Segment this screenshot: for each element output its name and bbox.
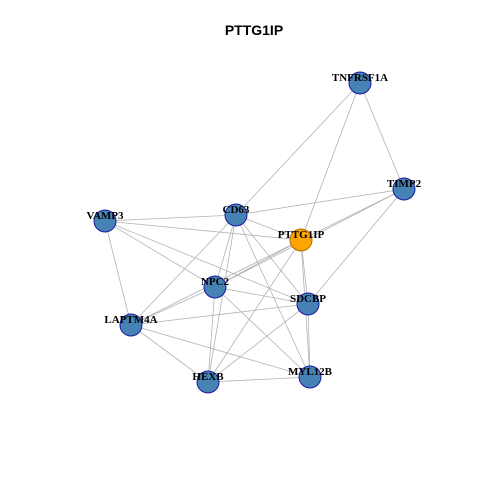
edge-laptm4a-hexb	[130, 324, 209, 383]
node-label-myl12b: MYL12B	[288, 366, 333, 378]
node-circle-timp2	[392, 177, 416, 201]
edge-cd63-laptm4a	[130, 214, 237, 326]
edge-cd63-myl12b	[235, 214, 311, 378]
node-laptm4a: LAPTM4A	[104, 313, 158, 337]
edge-tnfrsf1a-cd63	[235, 82, 361, 216]
edge-cd63-pttg1ip	[235, 214, 302, 241]
node-label-hexb: HEXB	[192, 371, 224, 383]
node-circle-hexb	[196, 370, 220, 394]
edge-tnfrsf1a-pttg1ip	[300, 82, 361, 241]
edge-vamp3-npc2	[104, 220, 216, 288]
node-pttg1ip: PTTG1IP	[278, 228, 325, 252]
node-cd63: CD63	[223, 203, 250, 227]
edge-npc2-hexb	[207, 286, 216, 383]
edge-pttg1ip-npc2	[214, 239, 302, 288]
edge-vamp3-pttg1ip	[104, 220, 302, 241]
node-sdcbp: SDCBP	[290, 292, 326, 316]
edge-npc2-laptm4a	[130, 286, 216, 326]
node-tnfrsf1a: TNFRSF1A	[332, 71, 388, 95]
edge-npc2-sdcbp	[214, 286, 309, 305]
edge-timp2-cd63	[235, 188, 405, 216]
edge-sdcbp-myl12b	[307, 303, 311, 378]
node-label-npc2: NPC2	[201, 276, 230, 288]
node-circle-sdcbp	[296, 292, 320, 316]
diagram-title: PTTG1IP	[225, 22, 283, 38]
node-circle-tnfrsf1a	[348, 71, 372, 95]
node-circle-npc2	[203, 275, 227, 299]
node-label-cd63: CD63	[223, 204, 250, 216]
node-circle-vamp3	[93, 209, 117, 233]
node-label-tnfrsf1a: TNFRSF1A	[332, 72, 388, 84]
edge-vamp3-laptm4a	[104, 220, 132, 326]
edge-cd63-sdcbp	[235, 214, 309, 305]
edge-npc2-myl12b	[214, 286, 311, 378]
node-vamp3: VAMP3	[86, 209, 124, 233]
edge-layer	[104, 82, 405, 383]
edge-tnfrsf1a-timp2	[359, 82, 405, 190]
edge-cd63-hexb	[207, 214, 237, 383]
node-label-vamp3: VAMP3	[86, 210, 124, 222]
node-label-laptm4a: LAPTM4A	[104, 314, 157, 326]
node-timp2: TIMP2	[387, 177, 422, 201]
edge-hexb-myl12b	[207, 376, 311, 383]
node-myl12b: MYL12B	[288, 365, 333, 389]
node-label-timp2: TIMP2	[387, 178, 422, 190]
node-hexb: HEXB	[192, 370, 224, 394]
edge-sdcbp-hexb	[207, 303, 309, 383]
node-npc2: NPC2	[201, 275, 230, 299]
edge-pttg1ip-hexb	[207, 239, 302, 383]
node-label-pttg1ip: PTTG1IP	[278, 229, 325, 241]
node-label-sdcbp: SDCBP	[290, 293, 326, 305]
edge-vamp3-sdcbp	[104, 220, 309, 305]
edge-sdcbp-laptm4a	[130, 303, 309, 326]
node-circle-myl12b	[298, 365, 322, 389]
edge-cd63-npc2	[214, 214, 237, 288]
edge-timp2-sdcbp	[307, 188, 405, 305]
node-circle-laptm4a	[119, 313, 143, 337]
node-circle-cd63	[224, 203, 248, 227]
edge-laptm4a-myl12b	[130, 324, 311, 378]
node-circle-pttg1ip	[289, 228, 313, 252]
edge-cd63-vamp3	[104, 214, 237, 222]
